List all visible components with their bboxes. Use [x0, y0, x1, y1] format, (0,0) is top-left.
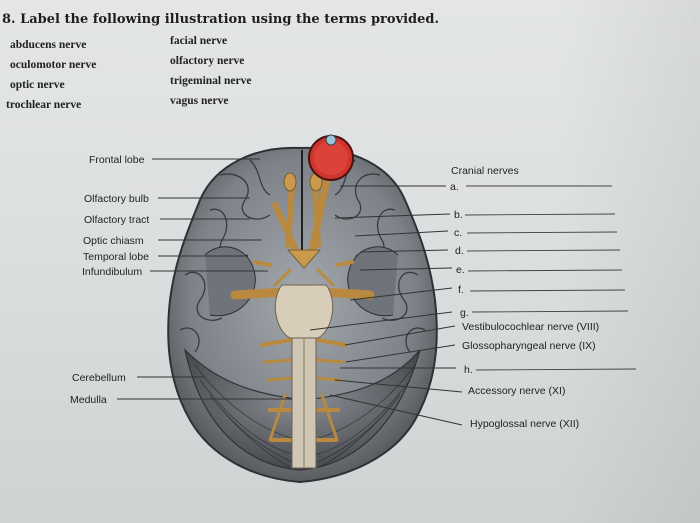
label-h: h.: [464, 364, 473, 376]
question-heading: 8. Label the following illustration usin…: [2, 12, 440, 27]
label-cranial-nerves: Cranial nerves: [451, 165, 519, 177]
label-medulla: Medulla: [70, 394, 107, 406]
label-hypoglossal: Hypoglossal nerve (XII): [470, 418, 579, 430]
olfactory-bulb-left: [283, 172, 297, 192]
left-leader-lines: [117, 158, 292, 400]
label-c: c.: [454, 227, 462, 239]
answer-blanks: [464, 185, 637, 371]
term-facial: facial nerve: [170, 35, 228, 47]
term-oculomotor: oculomotor nerve: [10, 59, 97, 71]
label-frontal-lobe: Frontal lobe: [89, 154, 145, 166]
term-abducens: abducens nerve: [10, 39, 87, 51]
term-trigeminal: trigeminal nerve: [170, 75, 252, 87]
label-temporal-lobe: Temporal lobe: [83, 251, 149, 263]
label-vestibulocochlear: Vestibulocochlear nerve (VIII): [462, 321, 599, 333]
label-b: b.: [454, 209, 463, 221]
label-olfactory-tract: Olfactory tract: [84, 214, 149, 226]
page-shadow: [560, 0, 700, 523]
eye-drawing: [308, 134, 354, 181]
term-trochlear: trochlear nerve: [6, 99, 82, 111]
label-cerebellum: Cerebellum: [72, 372, 126, 384]
label-accessory: Accessory nerve (XI): [468, 385, 565, 397]
label-optic-chiasm: Optic chiasm: [83, 235, 144, 247]
term-optic: optic nerve: [10, 79, 65, 91]
pons: [274, 284, 334, 339]
right-leader-lines: [309, 185, 463, 426]
label-olfactory-bulb: Olfactory bulb: [84, 193, 149, 205]
label-e: e.: [456, 264, 465, 276]
label-d: d.: [455, 245, 464, 257]
optic-chiasm: [287, 249, 321, 269]
term-vagus: vagus nerve: [170, 95, 229, 107]
label-glossopharyngeal: Glossopharyngeal nerve (IX): [462, 340, 596, 352]
term-olfactory: olfactory nerve: [170, 55, 245, 67]
label-f: f.: [458, 284, 464, 296]
label-a: a.: [450, 181, 459, 193]
label-infundibulum: Infundibulum: [82, 266, 142, 278]
label-g: g.: [460, 307, 469, 319]
